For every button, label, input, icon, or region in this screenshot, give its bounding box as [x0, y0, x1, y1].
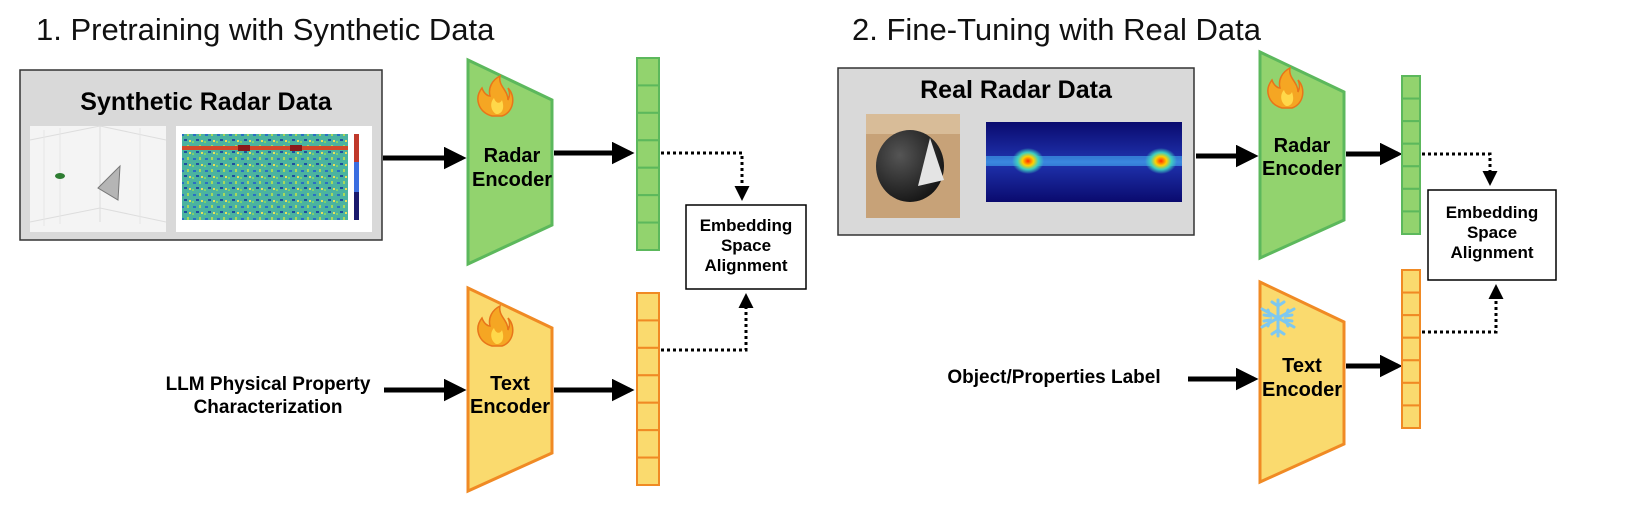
- alignment-1-line1: Embedding: [700, 216, 793, 235]
- radar-encoder-2-label-line2: Encoder: [1262, 158, 1342, 180]
- radar-encoder-2-label-line1: Radar: [1274, 135, 1331, 157]
- embedding-cell: [1401, 291, 1421, 317]
- real-radar-data-title: Real Radar Data: [920, 76, 1113, 104]
- radar-encoder-1-label-line2: Encoder: [472, 169, 552, 191]
- embedding-cell: [636, 401, 660, 432]
- embedding-cell: [636, 84, 660, 114]
- text-embedding-vector-1: [636, 292, 660, 487]
- synthetic-heatmap-image: [176, 126, 372, 232]
- embedding-alignment-box-2: Embedding Space Alignment: [1427, 189, 1557, 281]
- real-object-photo: [866, 114, 960, 218]
- real-radar-data-box: Real Radar Data: [837, 67, 1195, 236]
- text-encoder-1-label-line1: Text: [490, 373, 530, 395]
- radar-encoder-1-label-line1: Radar: [484, 145, 541, 167]
- embedding-cell: [1401, 75, 1421, 100]
- embedding-cell: [1401, 404, 1421, 429]
- radar-encoder-1: Radar Encoder: [466, 57, 554, 267]
- snowflake-icon: [1260, 298, 1296, 338]
- panel1-heading: 1. Pretraining with Synthetic Data: [36, 12, 495, 47]
- embedding-cell: [636, 374, 660, 404]
- text-encoder-2: Text Encoder: [1258, 279, 1346, 485]
- embedding-cell: [1401, 314, 1421, 339]
- embedding-alignment-box-1: Embedding Space Alignment: [685, 204, 807, 290]
- llm-characterization-input: LLM Physical Property Characterization: [166, 374, 371, 418]
- text-encoder-1-label-line2: Encoder: [470, 396, 550, 418]
- text-input-1-line1: LLM Physical Property: [166, 374, 371, 395]
- text-encoder-1: Text Encoder: [466, 285, 554, 494]
- embedding-cell: [1401, 187, 1421, 213]
- synthetic-radar-data-box: Synthetic Radar Data: [19, 69, 383, 241]
- embedding-cell: [636, 221, 660, 251]
- fire-icon: [477, 74, 514, 117]
- dotted-arrow-radar-to-alignment-2: [1422, 152, 1498, 186]
- radar-embedding-vector-1: [636, 57, 660, 251]
- alignment-1-line2: Space: [721, 236, 771, 255]
- embedding-cell: [1401, 142, 1421, 168]
- embedding-cell: [636, 194, 660, 224]
- embedding-cell: [636, 166, 660, 197]
- alignment-1-line3: Alignment: [704, 256, 787, 275]
- embedding-cell: [636, 319, 660, 349]
- text-input-1-line2: Characterization: [194, 397, 343, 418]
- embedding-cell: [636, 139, 660, 169]
- simulation-scene-image: [29, 125, 167, 232]
- text-embedding-vector-2: [1401, 269, 1421, 429]
- fire-icon: [477, 304, 514, 347]
- embedding-cell: [636, 456, 660, 487]
- embedding-cell: [636, 57, 660, 87]
- embedding-cell: [1401, 120, 1421, 145]
- radar-embedding-vector-2: [1401, 75, 1421, 236]
- text-encoder-2-label-line2: Encoder: [1262, 379, 1342, 401]
- real-heatmap-image: [986, 122, 1182, 202]
- text-encoder-2-label-line1: Text: [1282, 355, 1322, 377]
- alignment-2-line3: Alignment: [1450, 243, 1533, 262]
- object-properties-label-input: Object/Properties Label: [947, 367, 1160, 388]
- synthetic-radar-data-title: Synthetic Radar Data: [80, 88, 333, 116]
- alignment-2-line2: Space: [1467, 223, 1517, 242]
- embedding-cell: [636, 429, 660, 459]
- embedding-cell: [1401, 336, 1421, 362]
- embedding-cell: [1401, 381, 1421, 407]
- dotted-arrow-text-to-alignment-2: [1422, 284, 1504, 334]
- dotted-arrow-text-to-alignment-1: [661, 293, 754, 352]
- radar-encoder-2: Radar Encoder: [1258, 49, 1346, 261]
- embedding-cell: [1401, 165, 1421, 190]
- embedding-cell: [1401, 269, 1421, 294]
- embedding-cell: [636, 346, 660, 377]
- embedding-cell: [636, 111, 660, 142]
- embedding-cell: [1401, 97, 1421, 123]
- panel2-heading: 2. Fine-Tuning with Real Data: [852, 12, 1262, 47]
- dotted-arrow-radar-to-alignment-1: [661, 151, 750, 201]
- embedding-cell: [1401, 359, 1421, 384]
- fire-icon: [1267, 66, 1304, 109]
- alignment-2-line1: Embedding: [1446, 203, 1539, 222]
- embedding-cell: [636, 292, 660, 322]
- embedding-cell: [1401, 210, 1421, 236]
